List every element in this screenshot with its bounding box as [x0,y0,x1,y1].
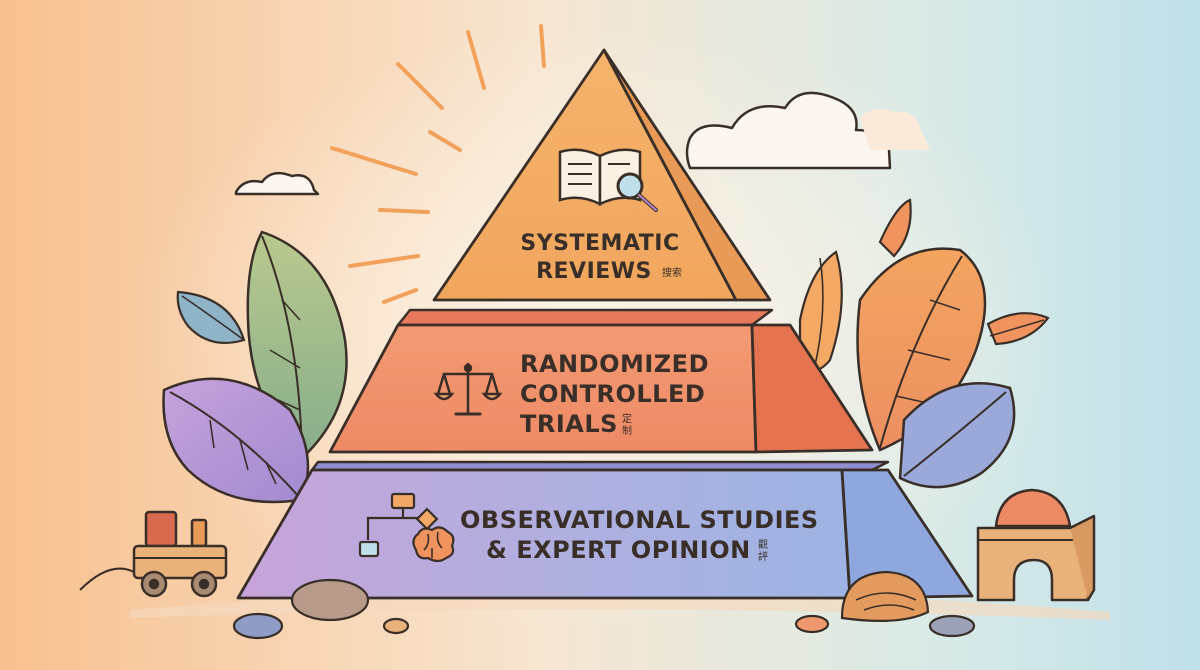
cloud-left [234,171,320,196]
middle-label-line-2: CONTROLLED [520,380,705,408]
bottom-label-line-2: & EXPERT OPINION [486,536,751,564]
cloud-right [685,91,892,170]
sun-rays [330,24,546,304]
tier-label-middle: RANDOMIZED CONTROLLED TRIALS 定 制 [520,350,709,438]
flowchart-brain-icon [358,492,455,563]
tier-label-top: SYSTEMATIC REVIEWS 搜 索 [520,231,682,284]
tier-label-bottom: OBSERVATIONAL STUDIES & EXPERT OPINION 觀… [460,506,819,564]
middle-label-glyph-1: 定 [622,412,632,425]
bottom-label-glyph-2: 評 [758,550,768,563]
toy-block-arch [976,488,1096,602]
top-label-glyph-1: 搜 [662,266,672,279]
toy-train [79,510,228,598]
foliage-left [162,230,348,504]
top-label-line-1: SYSTEMATIC [520,231,679,256]
foliage-right [798,198,1050,489]
cloud-right-back [860,109,930,150]
top-label-line-2: REVIEWS [536,259,652,284]
open-book-magnifier-icon [558,148,658,212]
middle-label-line-3: TRIALS [520,410,618,438]
bottom-label-line-1: OBSERVATIONAL STUDIES [460,506,819,534]
top-label-glyph-2: 索 [672,266,682,279]
middle-label-line-1: RANDOMIZED [520,350,709,378]
middle-label-glyph-2: 制 [622,424,632,437]
pyramid-tier-middle [328,308,874,454]
balance-scale-icon [433,362,503,416]
pebbles [232,570,976,640]
bottom-label-glyph-1: 觀 [758,539,768,551]
